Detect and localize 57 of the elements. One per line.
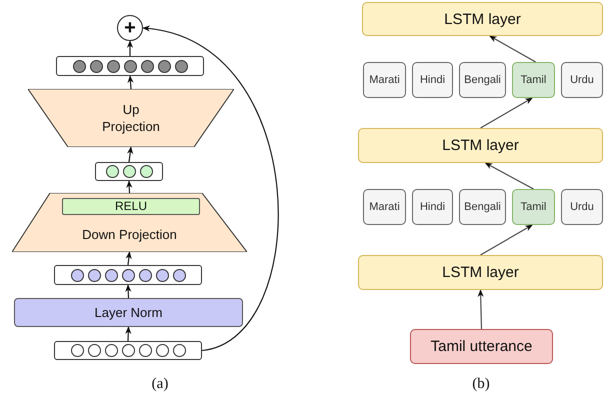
norm-box xyxy=(14,298,243,327)
language-box xyxy=(512,62,555,98)
vector-bar xyxy=(56,56,204,76)
node-label: RELU xyxy=(114,198,147,215)
arrow xyxy=(125,284,132,298)
node-label: Tamil xyxy=(520,201,546,213)
language-box xyxy=(412,189,453,225)
vector-bar xyxy=(95,162,163,181)
activation-box xyxy=(62,198,200,215)
node-label: Marati xyxy=(369,201,400,213)
language-box xyxy=(459,62,506,98)
node-label: LSTM layer xyxy=(442,264,519,281)
panel-caption: (a) xyxy=(152,376,168,392)
node-label: Hindi xyxy=(420,201,446,213)
vector-bar xyxy=(54,265,202,285)
node-label: Bengali xyxy=(464,74,501,86)
node-label: Up Projection xyxy=(102,102,160,134)
sum-circle xyxy=(117,15,143,41)
arrow xyxy=(127,146,134,162)
language-box xyxy=(363,62,406,98)
language-box xyxy=(512,189,555,225)
panel-caption: (b) xyxy=(472,376,490,392)
vector-bar xyxy=(54,341,202,360)
lstm-box xyxy=(358,255,603,290)
node-label: Urdu xyxy=(570,201,594,213)
projection-trapezoid xyxy=(12,193,247,252)
arrow xyxy=(142,26,278,352)
node-label: LSTM layer xyxy=(442,137,519,154)
node-label: Down Projection xyxy=(82,227,177,242)
lstm-box xyxy=(362,2,603,36)
arrow xyxy=(480,224,533,256)
arrow xyxy=(480,98,533,128)
arrow xyxy=(126,251,132,266)
arrow xyxy=(125,326,132,342)
language-box xyxy=(561,189,603,225)
node-label: Marati xyxy=(369,74,400,86)
node-label: Layer Norm xyxy=(94,305,162,320)
arrow xyxy=(126,180,132,194)
node-label: Hindi xyxy=(420,74,446,86)
language-box xyxy=(459,189,506,225)
node-label: Urdu xyxy=(570,74,594,86)
node-label: Tamil xyxy=(520,74,546,86)
arrow xyxy=(478,289,484,330)
projection-trapezoid xyxy=(28,89,234,147)
node-label: LSTM layer xyxy=(444,10,521,28)
lstm-box xyxy=(358,128,603,163)
language-box xyxy=(363,189,406,225)
language-box xyxy=(412,62,453,98)
arrow xyxy=(127,75,134,90)
plus-sign: + xyxy=(124,18,136,38)
arrow xyxy=(489,36,536,62)
node-label: Tamil utterance xyxy=(430,338,532,355)
node-label: Bengali xyxy=(464,201,501,213)
arrow xyxy=(126,40,134,56)
language-box xyxy=(561,62,603,98)
arrow xyxy=(484,162,534,190)
input-box xyxy=(410,329,553,364)
